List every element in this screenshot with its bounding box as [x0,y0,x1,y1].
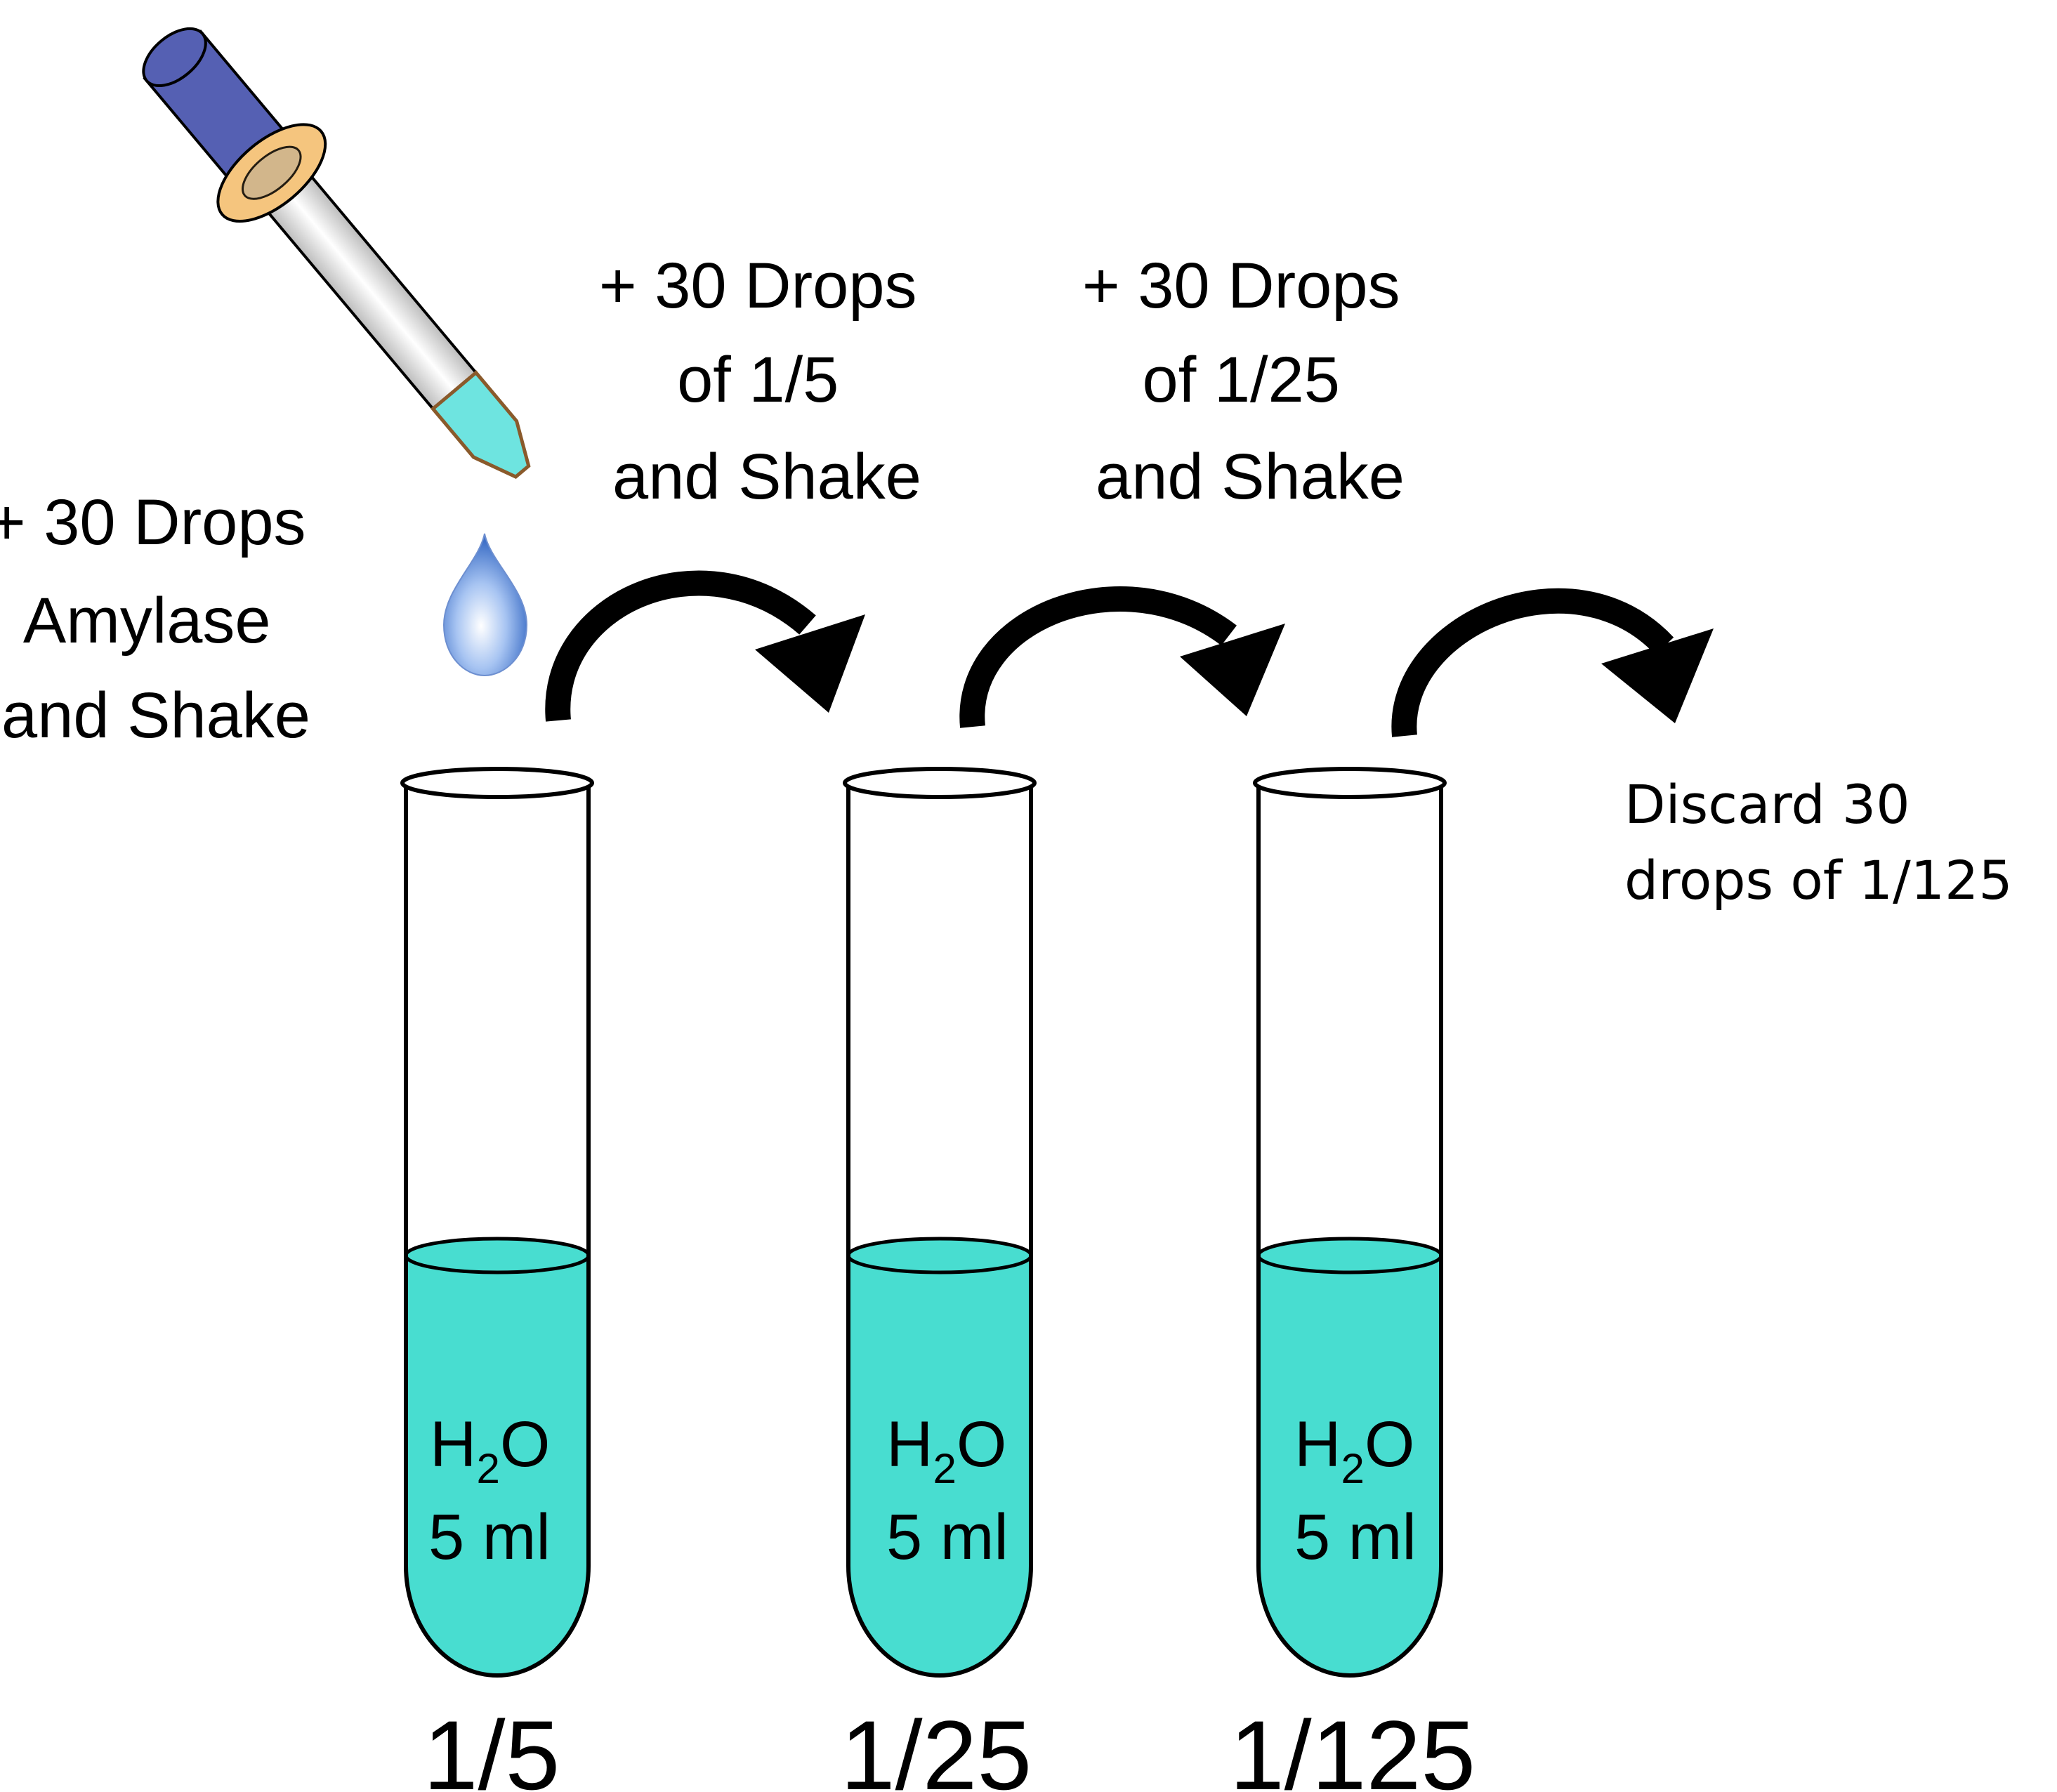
tube-2-dilution: 1/25 [841,1700,1032,1792]
tube-1-liquid [406,1256,589,1675]
tube-3-glass [1256,783,1443,1678]
tube-1-contents: H2O [430,1409,550,1492]
transfer-label-1: + 30 Drops of 1/5 and Shake [599,250,935,513]
tube-3-liquid [1258,1256,1441,1675]
tube-3-volume: 5 ml [1294,1501,1417,1573]
dropper-label-line1: + 30 Drops [0,487,306,558]
tube-1-dilution: 1/5 [423,1700,560,1792]
test-tube-1: H2O 5 ml 1/5 [400,767,594,1792]
discard-label-line1: Discard 30 [1624,773,1910,836]
tube-1-glass [404,783,591,1678]
transfer-label-1-line2: of 1/5 [677,344,839,416]
tube-3-contents: H2O [1294,1409,1414,1492]
tube-1-volume: 5 ml [428,1501,551,1573]
discard-label-line2: drops of 1/125 [1624,849,2013,911]
transfer-label-1-line3: and Shake [612,441,921,513]
transfer-label-2-line3: and Shake [1096,441,1405,513]
transfer-label-1-line1: + 30 Drops [599,250,917,322]
transfer-label-2-line1: + 30 Drops [1082,250,1400,322]
dropper-liquid [430,370,531,479]
water-drop [442,533,528,677]
discard-arrow [1391,588,1714,737]
tube-2-contents: H2O [886,1409,1006,1492]
tube-2-rim [843,767,1037,799]
transfer-label-2: + 30 Drops of 1/25 and Shake [1082,250,1418,513]
tube-3-rim [1253,767,1447,799]
dropper-label-line3: and Shake [1,680,310,751]
tube-2-volume: 5 ml [886,1501,1008,1573]
tube-2-liquid [848,1256,1031,1675]
tube-3-dilution: 1/125 [1230,1700,1476,1792]
dropper-label-line2: Amylase [23,585,271,657]
tube-2-glass [846,783,1033,1678]
transfer-label-2-line2: of 1/25 [1143,344,1340,416]
dropper-label: + 30 Drops Amylase and Shake [0,487,324,751]
dropper: + 30 Drops Amylase and Shake [0,27,531,751]
discard-label: Discard 30 drops of 1/125 [1624,773,2013,911]
transfer-arrow-1 [545,570,865,722]
test-tube-2: H2O 5 ml 1/25 [841,767,1037,1792]
tube-1-rim [400,767,594,799]
test-tube-3: H2O 5 ml 1/125 [1230,767,1476,1792]
transfer-arrow-2 [959,586,1285,728]
